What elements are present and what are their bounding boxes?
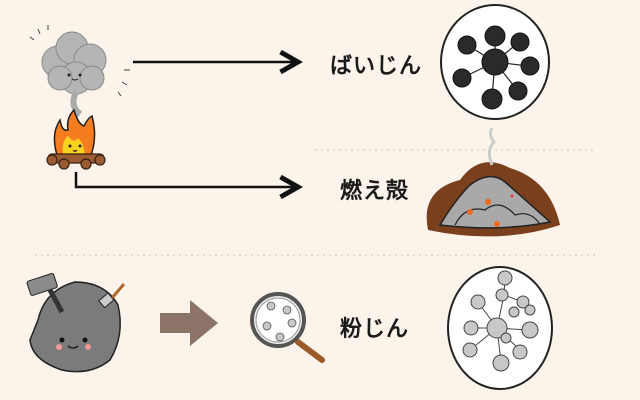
label-dust: 粉じん [340,317,410,342]
block-arrow-icon [160,300,218,346]
ash-pile-icon [426,127,560,237]
magnifying-glass-icon [250,292,325,363]
soot-particles-icon [440,4,550,120]
dust-particles-icon [447,266,553,390]
campfire-icon [46,108,106,170]
label-cinders: 燃え殻 [340,179,410,204]
smoke-cloud-icon [29,25,130,136]
rock-with-hammer-icon [26,273,126,373]
label-soot: ばいじん [330,54,423,79]
arrow-cinders [74,172,298,187]
